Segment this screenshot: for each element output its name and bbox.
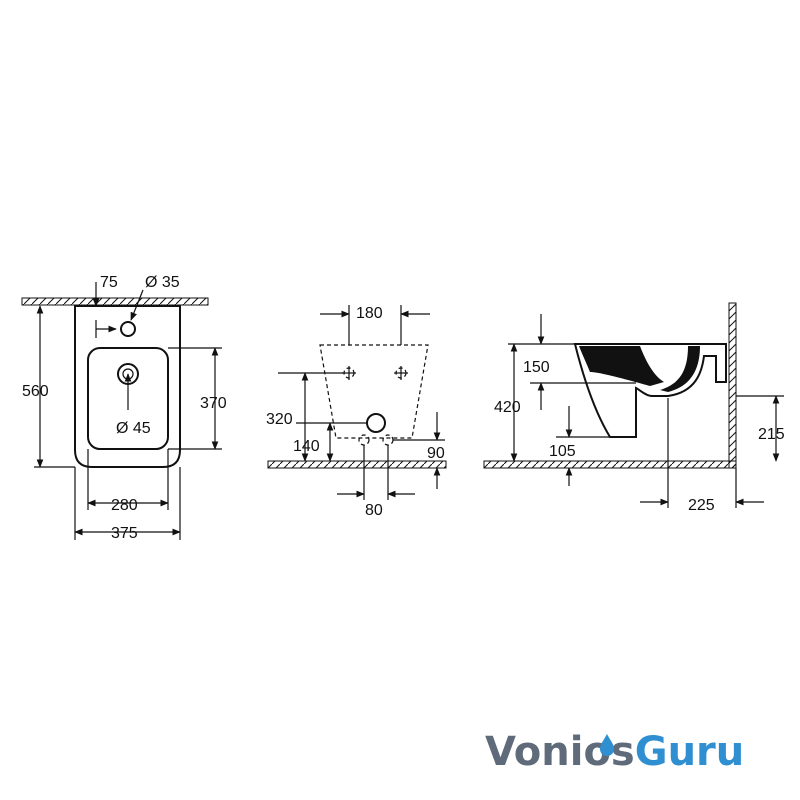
tap-hole (120, 321, 136, 337)
dim-d45: Ø 45 (116, 420, 151, 437)
top-view: 75 Ø 35 560 370 Ø 45 280 375 (21, 274, 227, 542)
dim-75: 75 (100, 274, 118, 291)
rear-view-outline (319, 344, 429, 439)
dim-420: 420 (494, 399, 521, 416)
dim-150: 150 (523, 359, 550, 376)
dim-320: 320 (266, 411, 293, 428)
dim-d35: Ø 35 (145, 274, 180, 291)
side-view-wall (728, 302, 737, 469)
logo-text-guru: Guru (635, 729, 745, 775)
dim-280: 280 (111, 497, 138, 514)
dim-105: 105 (549, 443, 576, 460)
dim-80: 80 (365, 502, 383, 519)
dim-375: 375 (111, 525, 138, 542)
waste-outlet (366, 413, 386, 433)
supply-left (358, 434, 370, 446)
top-view-basin (87, 347, 169, 450)
side-view-trap (660, 346, 700, 392)
water-drop-icon (600, 734, 614, 756)
dim-90: 90 (427, 445, 445, 462)
rear-view: 180 320 140 90 80 (266, 305, 447, 519)
top-view-wall (21, 297, 209, 306)
svg-text:VoniosGuru: VoniosGuru (485, 729, 744, 775)
side-view-floor (483, 460, 737, 469)
dim-560: 560 (22, 383, 49, 400)
rear-view-floor (267, 460, 447, 469)
fixing-mark-right (394, 366, 408, 380)
side-view: 150 420 105 215 225 (483, 302, 785, 514)
side-view-bowl (579, 346, 664, 386)
dim-140: 140 (293, 438, 320, 455)
top-view-outline (74, 305, 181, 468)
dim-180: 180 (356, 305, 383, 322)
dim-215: 215 (758, 426, 785, 443)
dim-370: 370 (200, 395, 227, 412)
brand-logo: VoniosGuru (485, 729, 744, 775)
fixing-mark-left (342, 366, 356, 380)
supply-right (382, 434, 394, 446)
dim-225: 225 (688, 497, 715, 514)
